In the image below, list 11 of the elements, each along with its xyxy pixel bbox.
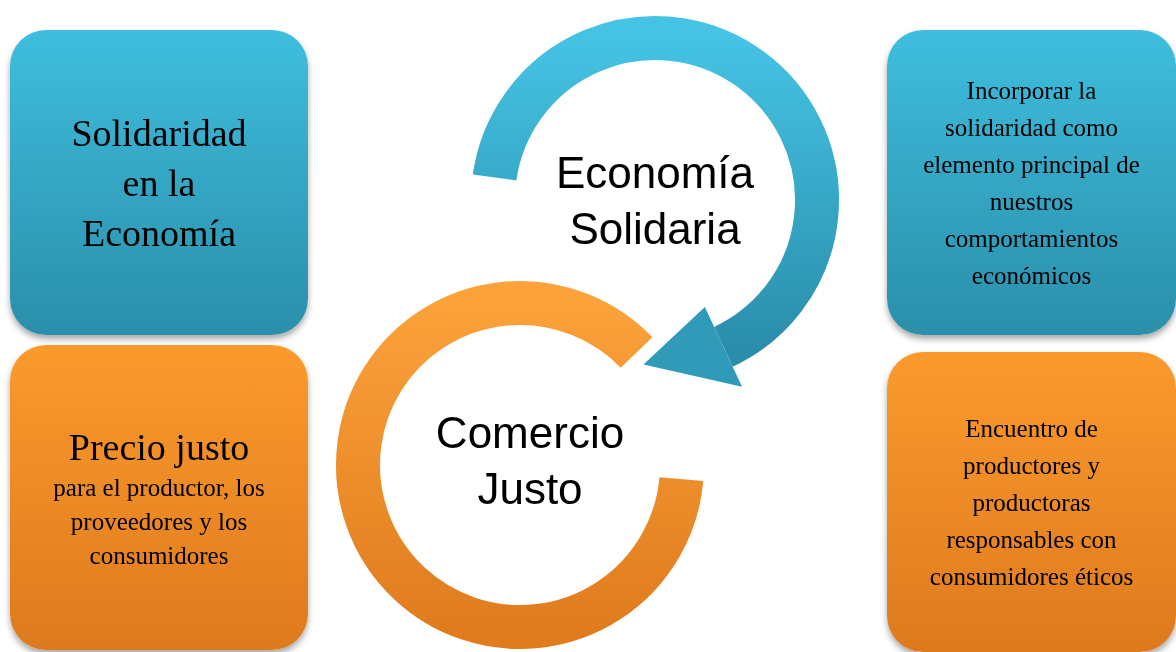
rounded-box [10, 30, 308, 335]
box-text: Precio justo [68, 424, 250, 470]
cycle-label: Comercio Justo [434, 407, 626, 515]
rounded-box [10, 345, 308, 650]
rounded-box [887, 352, 1176, 652]
box-text: Encuentro de productores y productoras responsables con consumidores éticos [928, 413, 1135, 592]
box-text: Incorporar la solidaridad como elemento principal de nuestros comportamientos económicos [923, 75, 1140, 291]
rounded-box [887, 30, 1176, 335]
cycle-label: Economía Solidaria [554, 147, 756, 255]
box-subtext: para el productor, los proveedores y los consumidores [52, 472, 266, 571]
box-text: Solidaridad en la Economía [70, 110, 248, 256]
